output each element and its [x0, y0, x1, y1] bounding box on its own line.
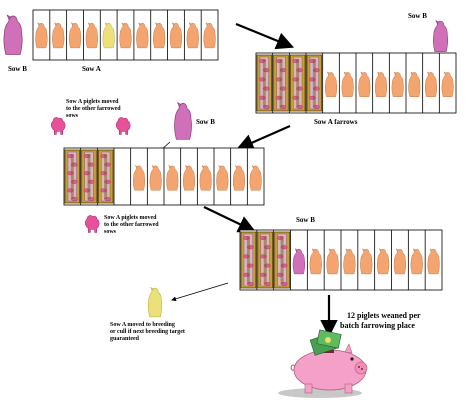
sow-b-icon — [432, 20, 449, 53]
piglet-icon — [115, 116, 131, 136]
farrowing-pen-icon — [240, 231, 257, 289]
row-4 — [239, 229, 443, 291]
sow-a-icon — [147, 287, 163, 318]
piggy-bank-icon — [278, 343, 368, 398]
label-piglets-moved-1-line3: sows — [66, 113, 79, 119]
arrow-left-1 — [235, 124, 291, 151]
sow-b-icon — [3, 14, 23, 56]
label-sow-a-farrows: Sow A farrows — [314, 118, 358, 126]
farrowing-pen-icon — [289, 54, 306, 112]
label-sow-b-1: Sow B — [8, 65, 27, 73]
piglet-icon — [50, 116, 66, 136]
label-piglets-moved-2-line2: to the other farrowed — [104, 222, 159, 228]
arrow-right-2 — [203, 206, 256, 233]
label-weaned-line2: batch farrowing place — [340, 321, 415, 330]
farrowing-pen-icon — [273, 54, 289, 112]
label-sow-a-1: Sow A — [82, 65, 101, 73]
label-sow-b-3: Sow B — [196, 118, 215, 126]
label-sow-a-moved-line2: or cull if next breeding target — [110, 329, 185, 335]
label-piglets-moved-2-line1: Sow A piglets moved — [104, 215, 157, 221]
row-2 — [255, 52, 457, 114]
money-icon — [309, 329, 342, 356]
sow-b-icon — [173, 102, 193, 141]
label-piglets-moved-1-line1: Sow A piglets moved — [66, 99, 119, 105]
farrowing-pen-icon — [256, 54, 273, 112]
label-piglets-moved-1-line2: to the other farrowed — [66, 106, 121, 112]
farrowing-pen-icon — [97, 149, 114, 204]
farrowing-pen-icon — [257, 231, 274, 289]
label-sow-a-moved-line1: Sow A moved to breeding — [110, 322, 175, 328]
label-sow-a-moved-line3: guaranteed — [110, 336, 140, 342]
arrow-right-1 — [235, 22, 295, 50]
label-sow-b-2: Sow B — [408, 12, 427, 20]
farrowing-pen-icon — [64, 149, 81, 204]
row-3 — [63, 147, 265, 206]
row-1 — [32, 9, 219, 61]
label-piglets-moved-2-line3: sows — [104, 229, 117, 235]
farrowing-pen-icon — [81, 149, 97, 204]
arrow-sow-a-out — [171, 282, 229, 302]
piglet-icon — [84, 214, 100, 234]
farrowing-pen-icon — [274, 231, 290, 289]
label-weaned-line1: 12 piglets weaned per — [347, 311, 421, 320]
farrowing-pen-icon — [306, 54, 323, 112]
label-sow-b-4: Sow B — [296, 216, 315, 224]
